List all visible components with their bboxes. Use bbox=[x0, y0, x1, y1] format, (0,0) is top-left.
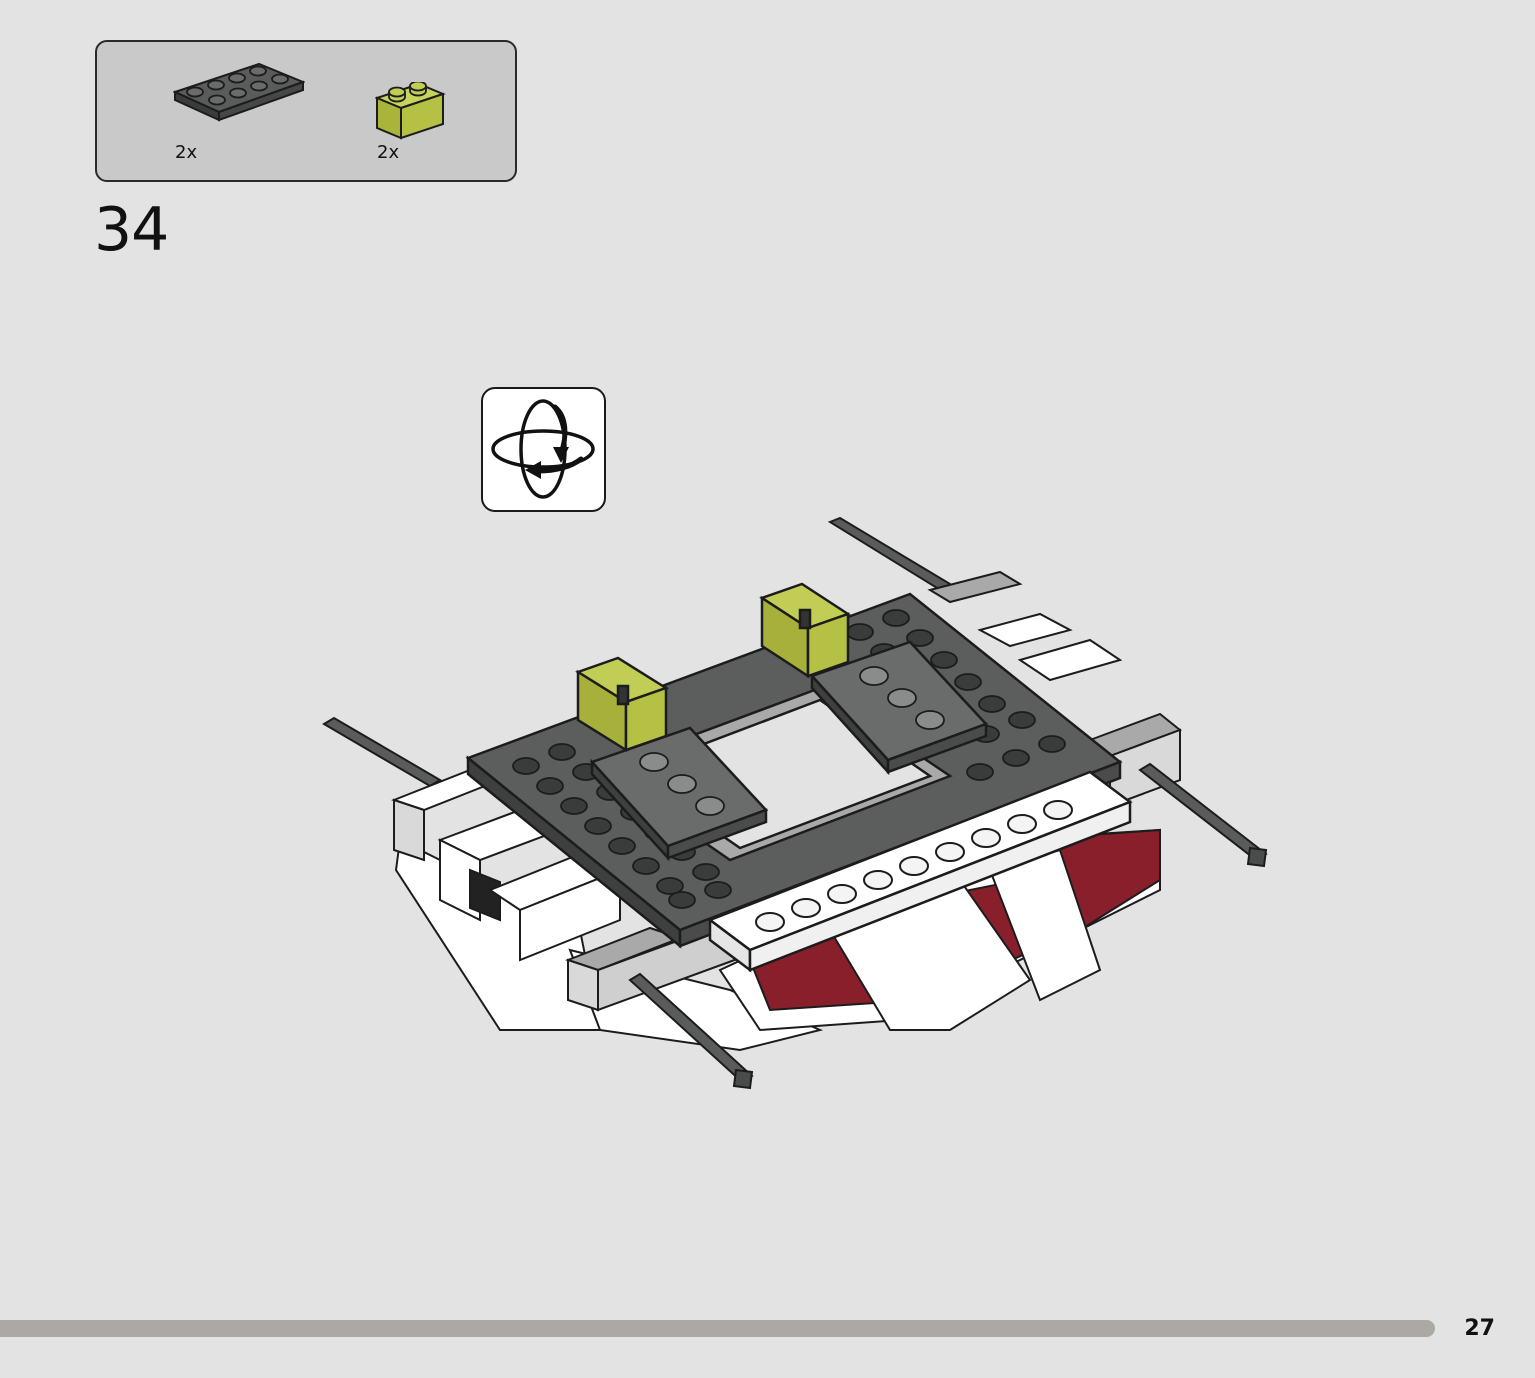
parts-list-callout: 2x 2x bbox=[95, 40, 517, 182]
rotate-model-icon bbox=[491, 399, 595, 499]
progress-bar bbox=[0, 1320, 1435, 1337]
part-quantity: 2x bbox=[175, 142, 198, 163]
part-quantity: 2x bbox=[377, 142, 400, 163]
step-number: 34 bbox=[94, 195, 169, 265]
page-number: 27 bbox=[1464, 1316, 1495, 1341]
olive-green-brick-1x2-icon bbox=[375, 82, 447, 142]
model-illustration bbox=[300, 510, 1280, 1114]
rotate-model-indicator bbox=[481, 387, 606, 512]
dark-gray-plate-2x4-icon bbox=[173, 62, 305, 122]
